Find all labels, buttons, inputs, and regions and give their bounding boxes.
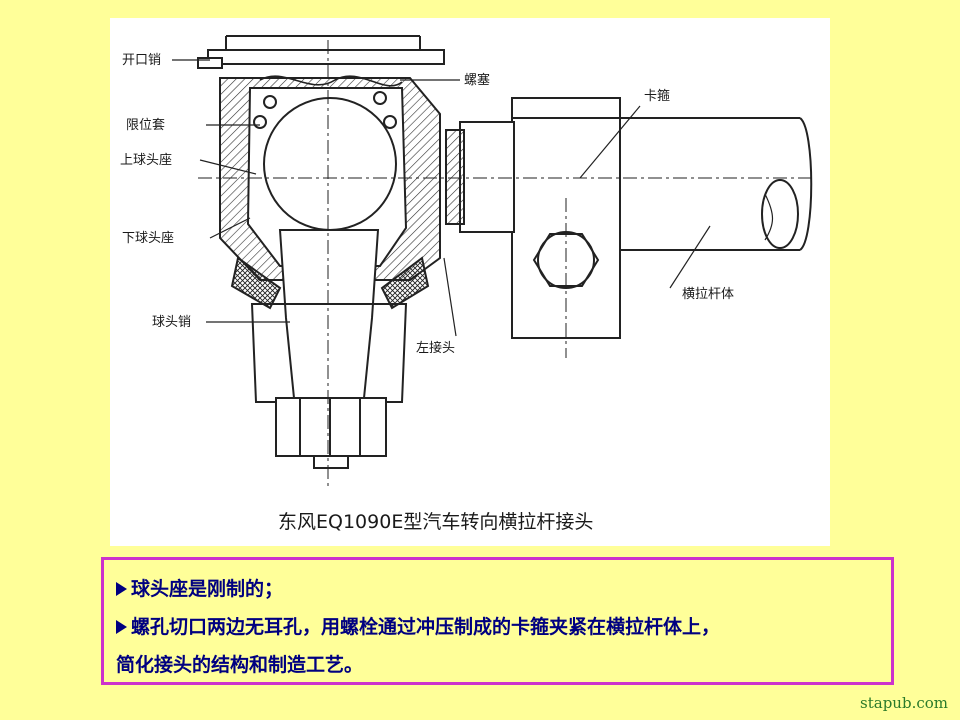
arrow-bullet-icon — [116, 582, 127, 596]
arrow-bullet-icon — [116, 620, 127, 634]
joint-housing-drawing — [197, 35, 445, 469]
tie-rod-body-drawing — [600, 117, 813, 251]
note-line-2: 螺孔切口两边无耳孔，用螺栓通过冲压制成的卡箍夹紧在横拉杆体上， — [116, 608, 879, 646]
label-screw-plug: 螺塞 — [464, 72, 490, 88]
label-upper-ball-seat: 上球头座 — [120, 153, 172, 168]
watermark: stapub.com — [860, 694, 948, 712]
notes-box: 球头座是刚制的； 螺孔切口两边无耳孔，用螺栓通过冲压制成的卡箍夹紧在横拉杆体上，… — [101, 557, 894, 685]
note-text-3: 简化接头的结构和制造工艺。 — [116, 654, 364, 676]
label-tie-rod-body: 横拉杆体 — [682, 287, 734, 302]
note-line-3: 简化接头的结构和制造工艺。 — [116, 646, 879, 684]
label-ball-pin: 球头销 — [152, 315, 191, 330]
label-lower-ball-seat: 下球头座 — [122, 231, 174, 246]
note-text-1: 球头座是刚制的； — [131, 578, 284, 600]
label-clamp: 卡箍 — [644, 88, 670, 104]
label-cotter-pin: 开口销 — [122, 53, 161, 68]
leader-lines — [172, 59, 711, 337]
tie-rod-joint-diagram: 开口销 螺塞 卡箍 限位套 上球头座 下球头座 球头销 横拉杆体 左接头 东风E… — [120, 35, 815, 533]
note-line-1: 球头座是刚制的； — [116, 570, 879, 608]
diagram-caption: 东风EQ1090E型汽车转向横拉杆接头 — [278, 511, 593, 533]
clamp-drawing — [445, 97, 621, 339]
center-lines — [198, 40, 815, 488]
label-left-joint: 左接头 — [416, 340, 455, 356]
note-text-2: 螺孔切口两边无耳孔，用螺栓通过冲压制成的卡箍夹紧在横拉杆体上， — [131, 616, 721, 638]
label-limit-sleeve: 限位套 — [126, 117, 165, 133]
diagram-panel: 开口销 螺塞 卡箍 限位套 上球头座 下球头座 球头销 横拉杆体 左接头 东风E… — [110, 18, 830, 546]
